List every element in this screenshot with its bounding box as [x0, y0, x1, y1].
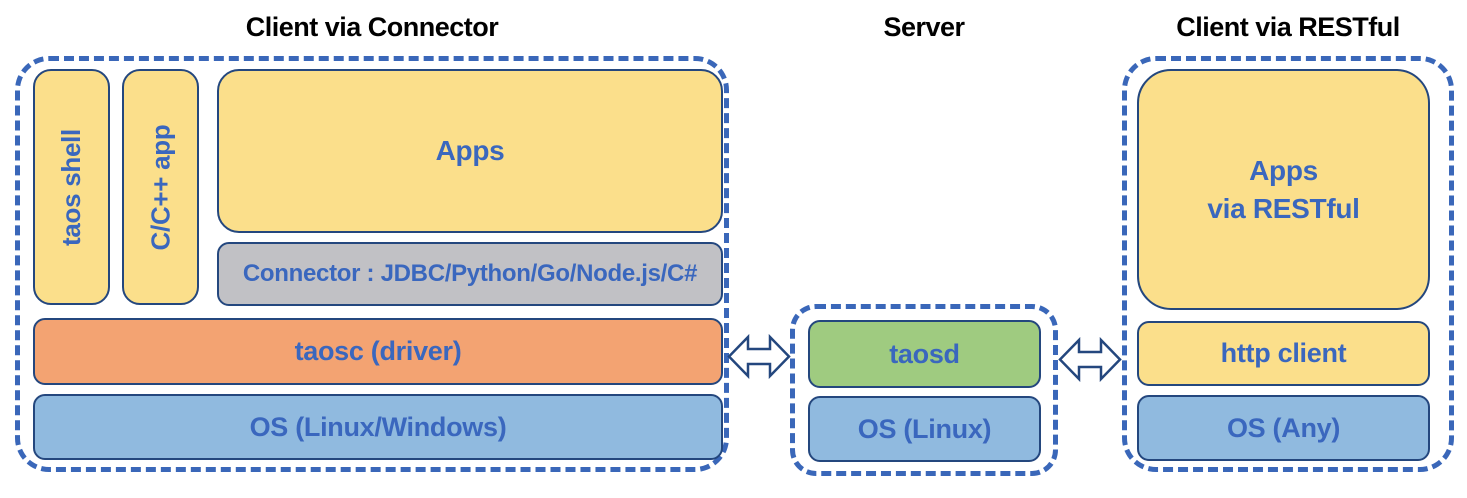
taosc-driver-box: taosc (driver): [33, 318, 723, 385]
double-arrow-icon: [1058, 337, 1122, 382]
http-client-label: http client: [1220, 338, 1347, 368]
section-title-client-connector: Client via Connector: [245, 12, 499, 42]
cpp-app-label: C/C++ app: [145, 124, 175, 250]
connector-box: Connector : JDBC/Python/Go/Node.js/C#: [217, 242, 723, 306]
connector-label: Connector : JDBC/Python/Go/Node.js/C#: [242, 260, 698, 287]
apps-box: Apps: [217, 69, 723, 233]
os-linux-windows-label: OS (Linux/Windows): [249, 411, 507, 442]
client-restful-group: [1122, 56, 1454, 472]
apps-via-restful-label-line2: via RESTful: [1207, 192, 1360, 224]
os-any-box: OS (Any): [1137, 395, 1430, 461]
section-title-client-restful: Client via RESTful: [1176, 12, 1400, 42]
section-title-server: Server: [883, 12, 965, 42]
taos-shell-box: taos shell: [33, 69, 110, 305]
apps-label: Apps: [435, 135, 505, 166]
apps-via-restful-box: Apps via RESTful: [1137, 69, 1430, 310]
taosd-box: taosd: [808, 320, 1041, 388]
taos-shell-label: taos shell: [56, 128, 86, 246]
taosc-driver-label: taosc (driver): [294, 336, 462, 366]
http-client-box: http client: [1137, 321, 1430, 386]
apps-via-restful-label-line1: Apps: [1249, 154, 1318, 186]
os-linux-windows-box: OS (Linux/Windows): [33, 394, 723, 460]
double-arrow-icon: [727, 334, 791, 379]
os-any-label: OS (Any): [1226, 412, 1341, 443]
os-linux-box: OS (Linux): [808, 396, 1041, 462]
taosd-label: taosd: [889, 338, 960, 369]
cpp-app-box: C/C++ app: [122, 69, 199, 305]
server-group: [790, 304, 1058, 476]
client-connector-group: [15, 56, 729, 472]
os-linux-label: OS (Linux): [857, 413, 992, 444]
